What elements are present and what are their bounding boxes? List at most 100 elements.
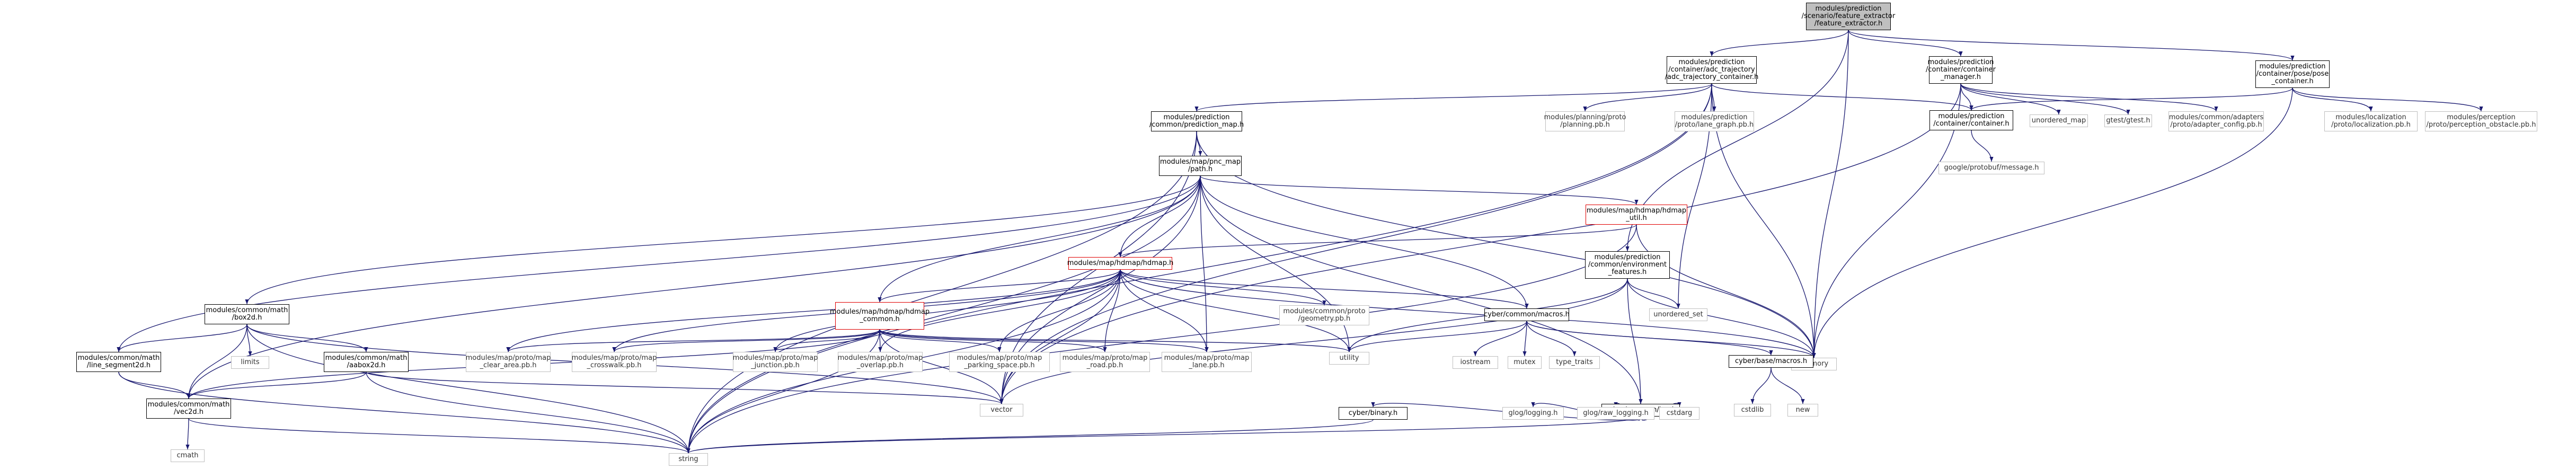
edge-vec2d-to-string — [188, 418, 691, 454]
node-pnc-path[interactable]: modules/map/pnc_map /path.h — [1159, 156, 1242, 176]
node-lane-pb: modules/map/proto/map _lane.pb.h — [1162, 352, 1252, 372]
node-adapter-config: modules/common/adapters /proto/adapter_c… — [2168, 111, 2264, 131]
edge-hdmap-h-to-geometry-pb — [1120, 269, 1326, 306]
node-mutex: mutex — [1508, 356, 1542, 369]
node-string: string — [669, 453, 708, 466]
edge-hdmap-h-to-memory — [1120, 269, 1816, 358]
edge-cyber-macros-to-iostream — [1473, 321, 1527, 357]
node-vector: vector — [980, 404, 1023, 417]
edge-cyber-base-macros-to-cstdlib — [1750, 367, 1772, 404]
edge-hdmap-common-to-utility — [879, 329, 1351, 352]
node-aabox2d[interactable]: modules/common/math /aabox2d.h — [324, 352, 409, 372]
node-prediction-map[interactable]: modules/prediction /common/prediction_ma… — [1149, 111, 1244, 131]
node-cyber-macros[interactable]: cyber/common/macros.h — [1484, 308, 1570, 321]
node-perception-pb: modules/perception /proto/perception_obs… — [2425, 111, 2537, 131]
edge-prediction-map-to-string — [686, 131, 1197, 454]
node-hdmap-common[interactable]: modules/map/hdmap/hdmap _common.h — [830, 302, 930, 330]
node-overlap-pb: modules/map/proto/map _overlap.pb.h — [838, 352, 923, 372]
edge-cyber-base-macros-to-new — [1771, 367, 1805, 404]
edge-line-segment2d-to-vec2d — [118, 371, 191, 399]
edge-box2d-to-aabox2d — [246, 324, 368, 352]
edge-pnc-path-to-vec2d — [187, 175, 1201, 399]
node-env-features[interactable]: modules/prediction /common/environment _… — [1585, 251, 1670, 279]
node-planning-pb: modules/planning/proto /planning.pb.h — [1544, 111, 1626, 131]
node-unordered-map: unordered_map — [2030, 114, 2088, 127]
edge-feature-extractor-to-memory — [1812, 30, 1849, 358]
node-hdmap-util[interactable]: modules/map/hdmap/hdmap _util.h — [1586, 205, 1687, 225]
node-vec2d[interactable]: modules/common/math /vec2d.h — [146, 399, 231, 419]
edge-hdmap-common-to-parking-space-pb — [879, 329, 1002, 352]
edge-container-manager-to-memory — [1812, 83, 1961, 358]
node-iostream: iostream — [1453, 356, 1498, 369]
node-feature-extractor[interactable]: modules/prediction /scenario/feature_ext… — [1802, 3, 1895, 30]
edge-hdmap-util-to-memory — [1636, 224, 1816, 358]
node-container-manager[interactable]: modules/prediction /container/container … — [1926, 56, 1996, 84]
edge-feature-extractor-to-container-manager — [1848, 30, 1963, 57]
node-cyber-base-macros[interactable]: cyber/base/macros.h — [1729, 355, 1813, 368]
edge-vec2d-to-cmath — [185, 418, 190, 450]
node-road-pb: modules/map/proto/map _road.pb.h — [1060, 352, 1150, 372]
edge-container-h-to-protobuf-message — [1971, 130, 1994, 162]
edge-pose-container-to-localization-pb — [2292, 87, 2373, 112]
node-adc-traj[interactable]: modules/prediction /container/adc_trajec… — [1665, 56, 1758, 84]
edge-hdmap-h-to-road-pb — [1103, 269, 1121, 352]
node-cstdarg: cstdarg — [1659, 407, 1699, 420]
edge-pnc-path-to-box2d — [245, 175, 1201, 305]
edge-hdmap-h-to-clear-area-pb — [506, 269, 1121, 352]
edge-hdmap-h-to-vector — [999, 269, 1121, 404]
edge-pnc-path-to-hdmap-h — [1118, 175, 1201, 258]
edge-pnc-path-to-hdmap-common — [878, 175, 1201, 303]
edge-pnc-path-to-cyber-macros — [1200, 175, 1529, 309]
node-geometry-pb: modules/common/proto /geometry.pb.h — [1279, 305, 1369, 325]
edge-env-features-to-cyber-log — [1627, 278, 1643, 404]
edge-box2d-to-string — [246, 324, 691, 454]
node-utility: utility — [1329, 352, 1369, 365]
edge-pose-container-to-perception-pb — [2292, 87, 2483, 112]
node-box2d[interactable]: modules/common/math /box2d.h — [205, 304, 289, 324]
edge-container-manager-to-vector — [999, 83, 1961, 404]
edge-pnc-path-to-cyber-log — [1200, 175, 1643, 404]
node-glog-raw-logging: glog/raw_logging.h — [1577, 407, 1654, 420]
edge-hdmap-common-to-lane-pb — [879, 329, 1209, 352]
edge-cyber-macros-to-utility — [1347, 321, 1527, 352]
node-gtest: gtest/gtest.h — [2104, 114, 2152, 127]
node-junction-pb: modules/map/proto/map _junction.pb.h — [733, 352, 818, 372]
edge-adc-traj-to-string — [686, 83, 1712, 454]
edge-aabox2d-to-vector — [366, 371, 1004, 404]
node-container-h[interactable]: modules/prediction /container/container.… — [1929, 110, 2013, 130]
node-lane-graph-pb: modules/prediction /proto/lane_graph.pb.… — [1675, 111, 1754, 131]
edge-pnc-path-to-lane-pb — [1200, 175, 1209, 352]
node-unordered-set: unordered_set — [1649, 308, 1707, 321]
node-localization-pb: modules/localization /proto/localization… — [2324, 111, 2418, 131]
edge-line-segment2d-to-string — [118, 371, 691, 454]
edge-hdmap-common-to-crosswalk-pb — [612, 329, 880, 352]
node-hdmap-h[interactable]: modules/map/hdmap/hdmap.h — [1067, 257, 1173, 270]
edge-cyber-macros-to-type-traits — [1526, 321, 1577, 357]
edge-adc-traj-to-memory — [1711, 83, 1816, 358]
node-line-segment2d[interactable]: modules/common/math /line_segment2d.h — [76, 352, 161, 372]
edge-hdmap-util-to-string — [686, 224, 1637, 454]
edge-adc-traj-to-planning-pb — [1583, 83, 1712, 112]
edge-container-manager-to-container-h — [1960, 83, 1973, 111]
edge-hdmap-h-to-lane-pb — [1120, 269, 1209, 352]
edge-hdmap-common-to-clear-area-pb — [506, 329, 880, 352]
edge-pnc-path-to-hdmap-util — [1200, 175, 1639, 205]
edge-adc-traj-to-container-h — [1711, 83, 1973, 111]
node-cstdlib: cstdlib — [1734, 404, 1771, 417]
node-cyber-binary[interactable]: cyber/binary.h — [1339, 407, 1407, 420]
node-pose-container[interactable]: modules/prediction /container/pose/pose … — [2255, 60, 2330, 88]
edge-pnc-path-to-line-segment2d — [117, 175, 1201, 352]
node-clear-area-pb: modules/map/proto/map _clear_area.pb.h — [466, 352, 551, 372]
edge-hdmap-h-to-utility — [1120, 269, 1351, 352]
edge-pose-container-to-memory — [1812, 87, 2293, 358]
edge-pnc-path-to-string — [686, 175, 1201, 454]
edge-feature-extractor-to-pose-container — [1848, 30, 2295, 61]
edge-hdmap-h-to-hdmap-common — [878, 269, 1121, 303]
edge-container-manager-to-unordered-map — [1960, 83, 2061, 115]
node-parking-space-pb: modules/map/proto/map _parking_space.pb.… — [949, 352, 1050, 372]
edge-feature-extractor-to-adc-traj — [1710, 30, 1849, 57]
edge-cyber-log-to-string — [686, 416, 1641, 454]
edge-hdmap-common-to-vector — [879, 329, 1004, 404]
edge-hdmap-util-to-hdmap-h — [1118, 224, 1637, 258]
edge-env-features-to-unordered-set — [1627, 278, 1680, 309]
